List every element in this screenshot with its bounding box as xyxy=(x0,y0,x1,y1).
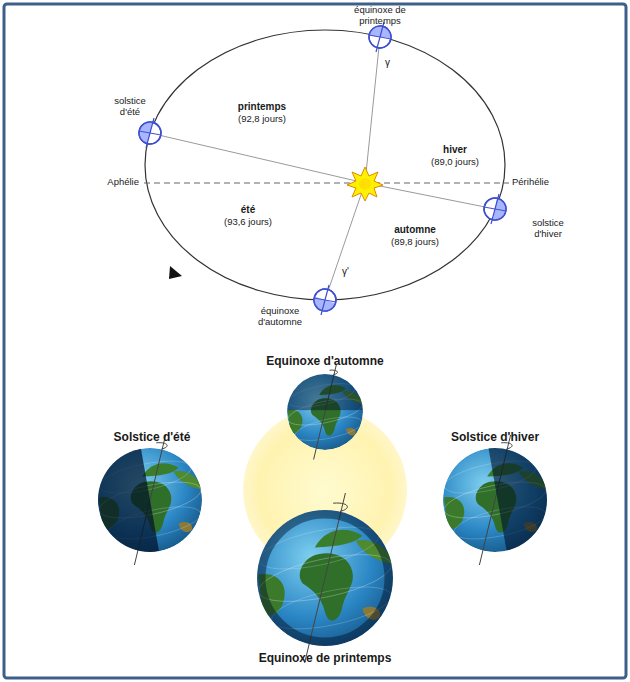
season-name: hiver xyxy=(443,144,467,156)
earth-positions xyxy=(90,365,570,664)
season-name: automne xyxy=(394,224,436,236)
aphelion-label: Aphélie xyxy=(107,177,139,188)
vernal-point-symbol: γ xyxy=(385,57,390,69)
season-name: été xyxy=(241,204,255,216)
position-title: Equinoxe d'automne xyxy=(266,355,384,369)
season-name: printemps xyxy=(238,101,286,113)
equinox-label: équinoxe de printemps xyxy=(345,5,415,27)
season-duration: (89,0 jours) xyxy=(431,157,479,168)
position-title: Solstice d'été xyxy=(114,431,191,445)
equinox-label: équinoxe d'automne xyxy=(250,306,310,328)
solstice-label: solstice d'été xyxy=(107,96,153,118)
season-duration: (93,6 jours) xyxy=(224,217,272,228)
orbit-diagram xyxy=(137,22,509,315)
solstice-label: solstice d'hiver xyxy=(523,218,573,240)
season-duration: (89,8 jours) xyxy=(391,237,439,248)
season-duration: (92,8 jours) xyxy=(238,114,286,125)
frame xyxy=(4,4,626,678)
perihelion-label: Périhélie xyxy=(512,177,549,188)
sun xyxy=(347,167,383,201)
position-title: Solstice d'hiver xyxy=(451,431,539,445)
position-title: Equinoxe de printemps xyxy=(259,652,392,666)
autumn-point-symbol: γ' xyxy=(342,266,349,278)
